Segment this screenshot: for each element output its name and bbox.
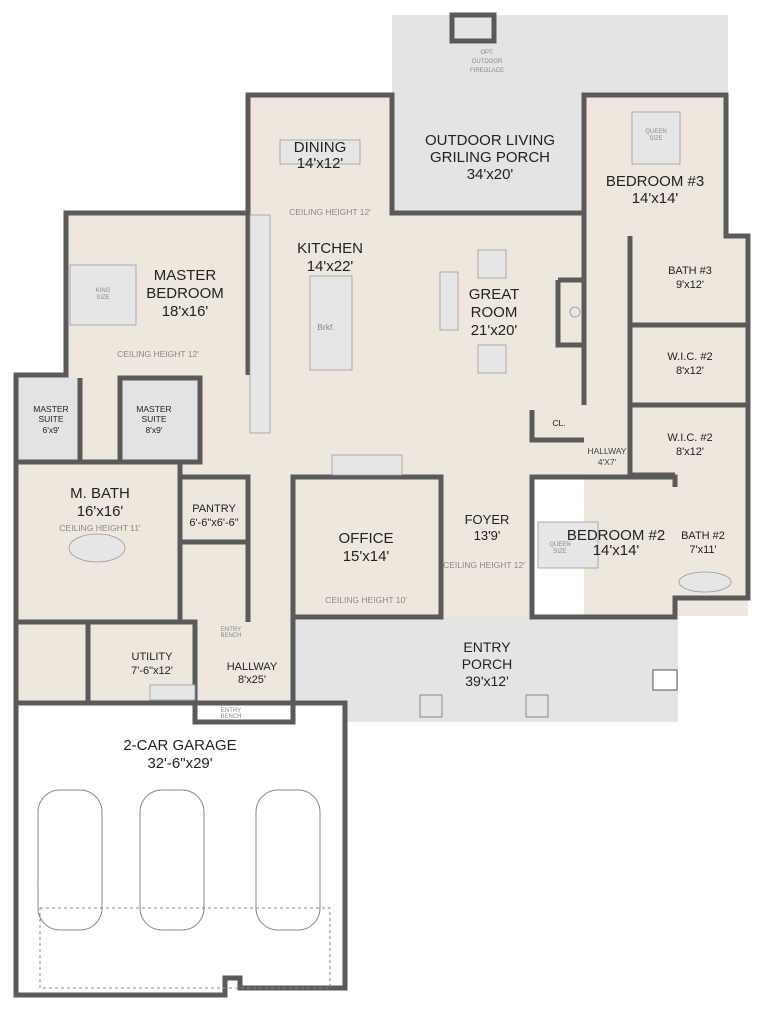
master-bed — [69, 264, 137, 326]
bedroom3-bed — [631, 111, 681, 165]
electrical-panel-icon — [652, 669, 678, 691]
bench — [149, 684, 196, 701]
kitchen-counter — [249, 214, 271, 434]
bedroom2-bed — [537, 521, 599, 569]
fireplace-icon — [569, 306, 581, 318]
foyer-ceiling: CEILING HEIGHT 12' — [443, 560, 525, 570]
car-2 — [139, 789, 205, 931]
entry-porch-area — [295, 617, 678, 722]
dining-table — [279, 139, 361, 165]
master-suite-closet-a — [18, 378, 78, 462]
office-area — [293, 477, 441, 617]
walls — [13, 12, 751, 998]
car-1 — [37, 789, 103, 931]
kitchen-island — [309, 275, 353, 371]
garage-cars — [37, 789, 331, 989]
chair-b — [477, 344, 507, 374]
furniture — [68, 111, 732, 701]
breakfast-bar — [331, 454, 403, 476]
right-wing-area — [584, 236, 748, 616]
bath2-tub — [678, 571, 732, 593]
porch-post — [419, 694, 443, 718]
car-3 — [255, 789, 321, 931]
master-bath-ceiling: CEILING HEIGHT 11' — [59, 523, 141, 533]
office-ceiling: CEILING HEIGHT 10' — [325, 595, 407, 605]
dining-ceiling: CEILING HEIGHT 12' — [289, 207, 371, 217]
sofa — [439, 271, 459, 331]
master-suite-closet-b — [122, 378, 200, 462]
porch-post — [525, 694, 549, 718]
closet-label: CL. — [552, 418, 565, 428]
chair-a — [477, 249, 507, 279]
master-tub — [68, 533, 126, 563]
breakfast-label: Brkf. — [317, 322, 334, 332]
garage-area — [16, 703, 345, 995]
master-bedroom-ceiling: CEILING HEIGHT 12' — [117, 349, 199, 359]
